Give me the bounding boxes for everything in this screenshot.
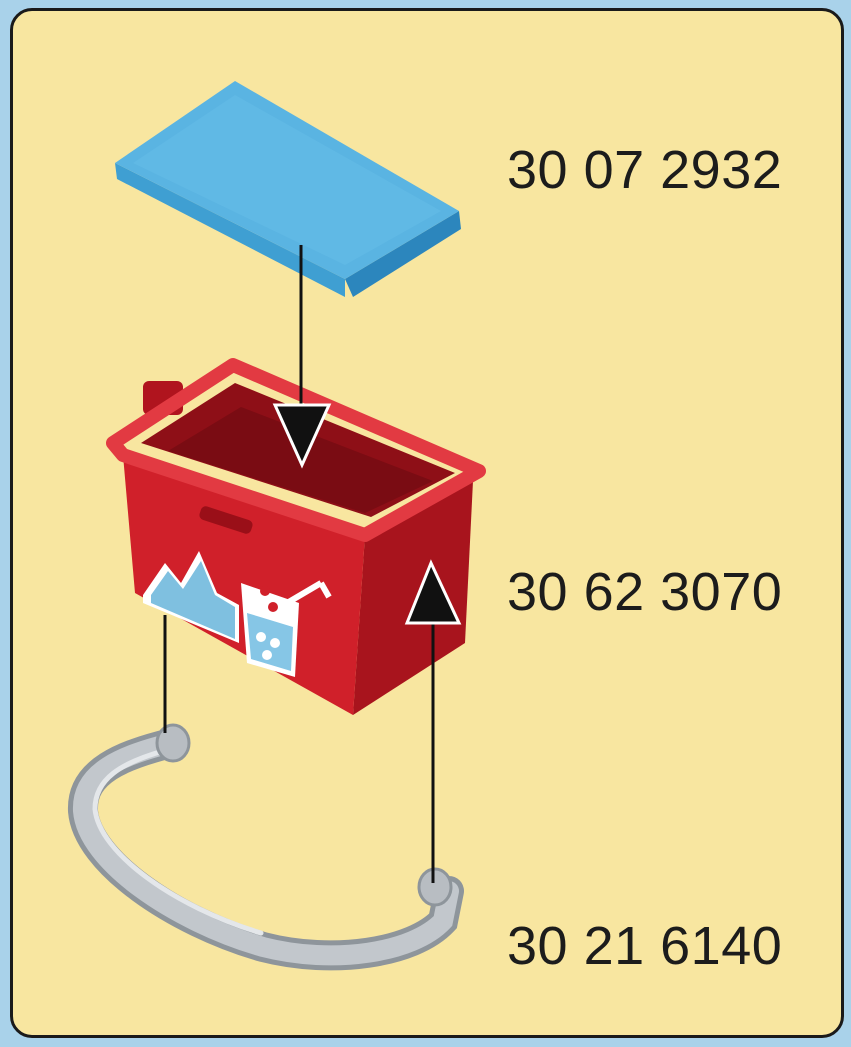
- handle-part-number: 30 21 6140: [507, 915, 782, 977]
- parts-diagram-panel: 30 07 2932 30 62 3070 30 21 6140: [10, 8, 844, 1038]
- bucket-part-number: 30 62 3070: [507, 561, 782, 623]
- lid-part-number: 30 07 2932: [507, 139, 782, 201]
- lid-brick: [115, 81, 461, 297]
- handle-to-bucket-arrow: [407, 563, 459, 883]
- handle-brick: [83, 725, 451, 955]
